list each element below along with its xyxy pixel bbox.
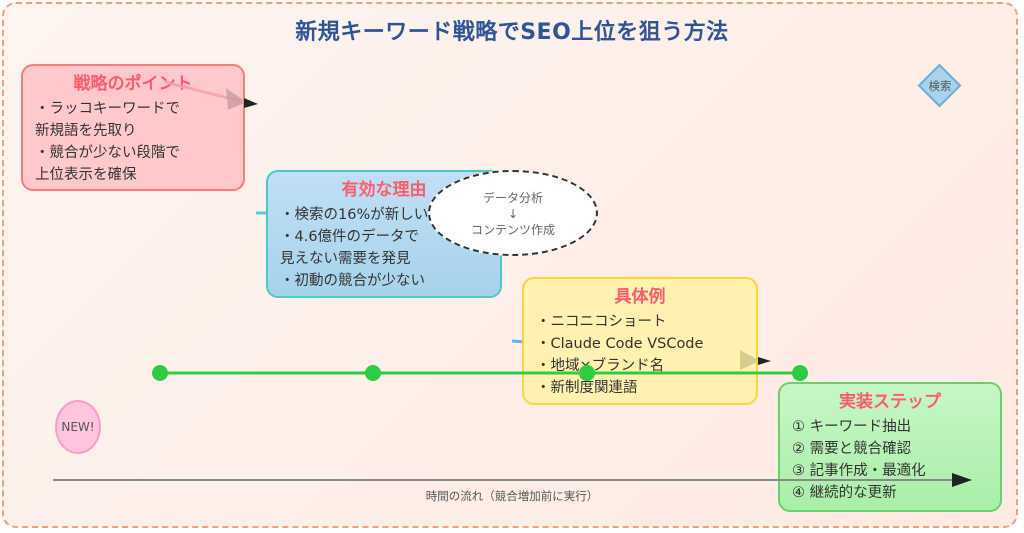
card-line: ④ 継続的な更新 [792,485,897,501]
ellipse-bottom-text: コンテンツ作成 [470,223,555,237]
card-line: ・競合が少ない段階で [35,145,180,161]
card-strategy-points: 戦略のポイント ・ラッコキーワードで 新規語を先取り ・競合が少ない段階で 上位… [21,64,245,191]
card-heading: 有効な理由 [341,180,427,200]
card-examples: 具体例 ・ニコニコショート ・Claude Code VSCode ・地域×ブラ… [522,277,758,405]
flow-ellipse: データ分析 ↓ コンテンツ作成 [428,170,598,256]
card-line: ・新制度関連語 [536,380,638,396]
card-line: 新規語を先取り [35,123,137,139]
search-diamond: 検索 [917,63,962,108]
page-title: 新規キーワード戦略でSEO上位を狙う方法 [295,20,729,45]
card-line: ① キーワード抽出 [792,419,912,435]
card-line: 見えない需要を発見 [280,251,411,267]
card-line: ・4.6億件のデータで [280,229,420,245]
card-heading: 戦略のポイント [73,74,193,94]
card-heading: 具体例 [614,287,666,307]
card-line: ・Claude Code VSCode [536,336,704,352]
card-line: ② 需要と競合確認 [792,441,912,457]
card-line: ・ラッコキーワードで [35,101,180,117]
card-line: ③ 記事作成・最適化 [792,463,926,479]
new-badge: NEW! [55,400,101,454]
timeline-caption: 時間の流れ（競合増加前に実行） [425,489,599,503]
card-line: ・検索の16%が新しい [280,207,429,223]
card-line: ・初動の競合が少ない [280,273,425,289]
down-arrow-icon: ↓ [507,207,519,221]
ellipse-top-text: データ分析 [482,191,543,205]
card-heading: 実装ステップ [839,392,941,412]
card-line: ・地域×ブランド名 [536,358,665,374]
card-implementation-steps: 実装ステップ ① キーワード抽出 ② 需要と競合確認 ③ 記事作成・最適化 ④ … [778,382,1002,512]
card-line: ・ニコニコショート [536,314,667,330]
card-line: 上位表示を確保 [35,167,137,183]
diamond-label: 検索 [928,79,952,93]
